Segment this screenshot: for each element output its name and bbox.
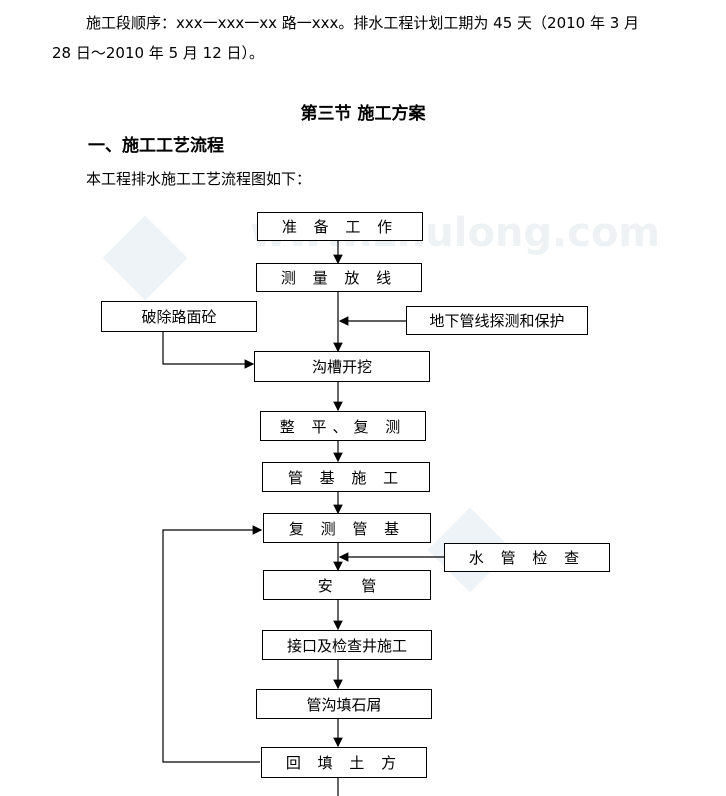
- step-recheck-base: 复 测 管 基: [263, 513, 431, 543]
- step-backfill: 回 填 土 方: [261, 747, 427, 778]
- step-pipeline-detect: 地下管线探测和保护: [406, 306, 588, 335]
- flow-intro: 本工程排水施工工艺流程图如下：: [86, 170, 312, 188]
- step-prepare: 准 备 工 作: [257, 212, 423, 241]
- step-survey: 测 量 放 线: [256, 263, 422, 292]
- step-fill-gravel: 管沟填石屑: [256, 689, 432, 719]
- step-trench-dig: 沟槽开挖: [254, 351, 430, 382]
- step-break-road: 破除路面砼: [101, 301, 257, 332]
- intro-line-1: 施工段顺序：xxx一xxx一xx 路一xxx。排水工程计划工期为 45 天（20…: [86, 14, 640, 32]
- step-joint-well: 接口及检查井施工: [262, 630, 432, 660]
- intro-line-2: 28 日～2010 年 5 月 12 日）。: [52, 44, 265, 62]
- step-level-recheck: 整 平、复 测: [260, 411, 426, 441]
- subheading: 一、施工工艺流程: [88, 136, 224, 156]
- section-title: 第三节 施工方案: [300, 104, 426, 124]
- step-install-pipe: 安 管: [263, 570, 431, 600]
- step-pipe-inspect: 水 管 检 查: [444, 543, 610, 572]
- step-pipe-base: 管 基 施 工: [262, 462, 430, 492]
